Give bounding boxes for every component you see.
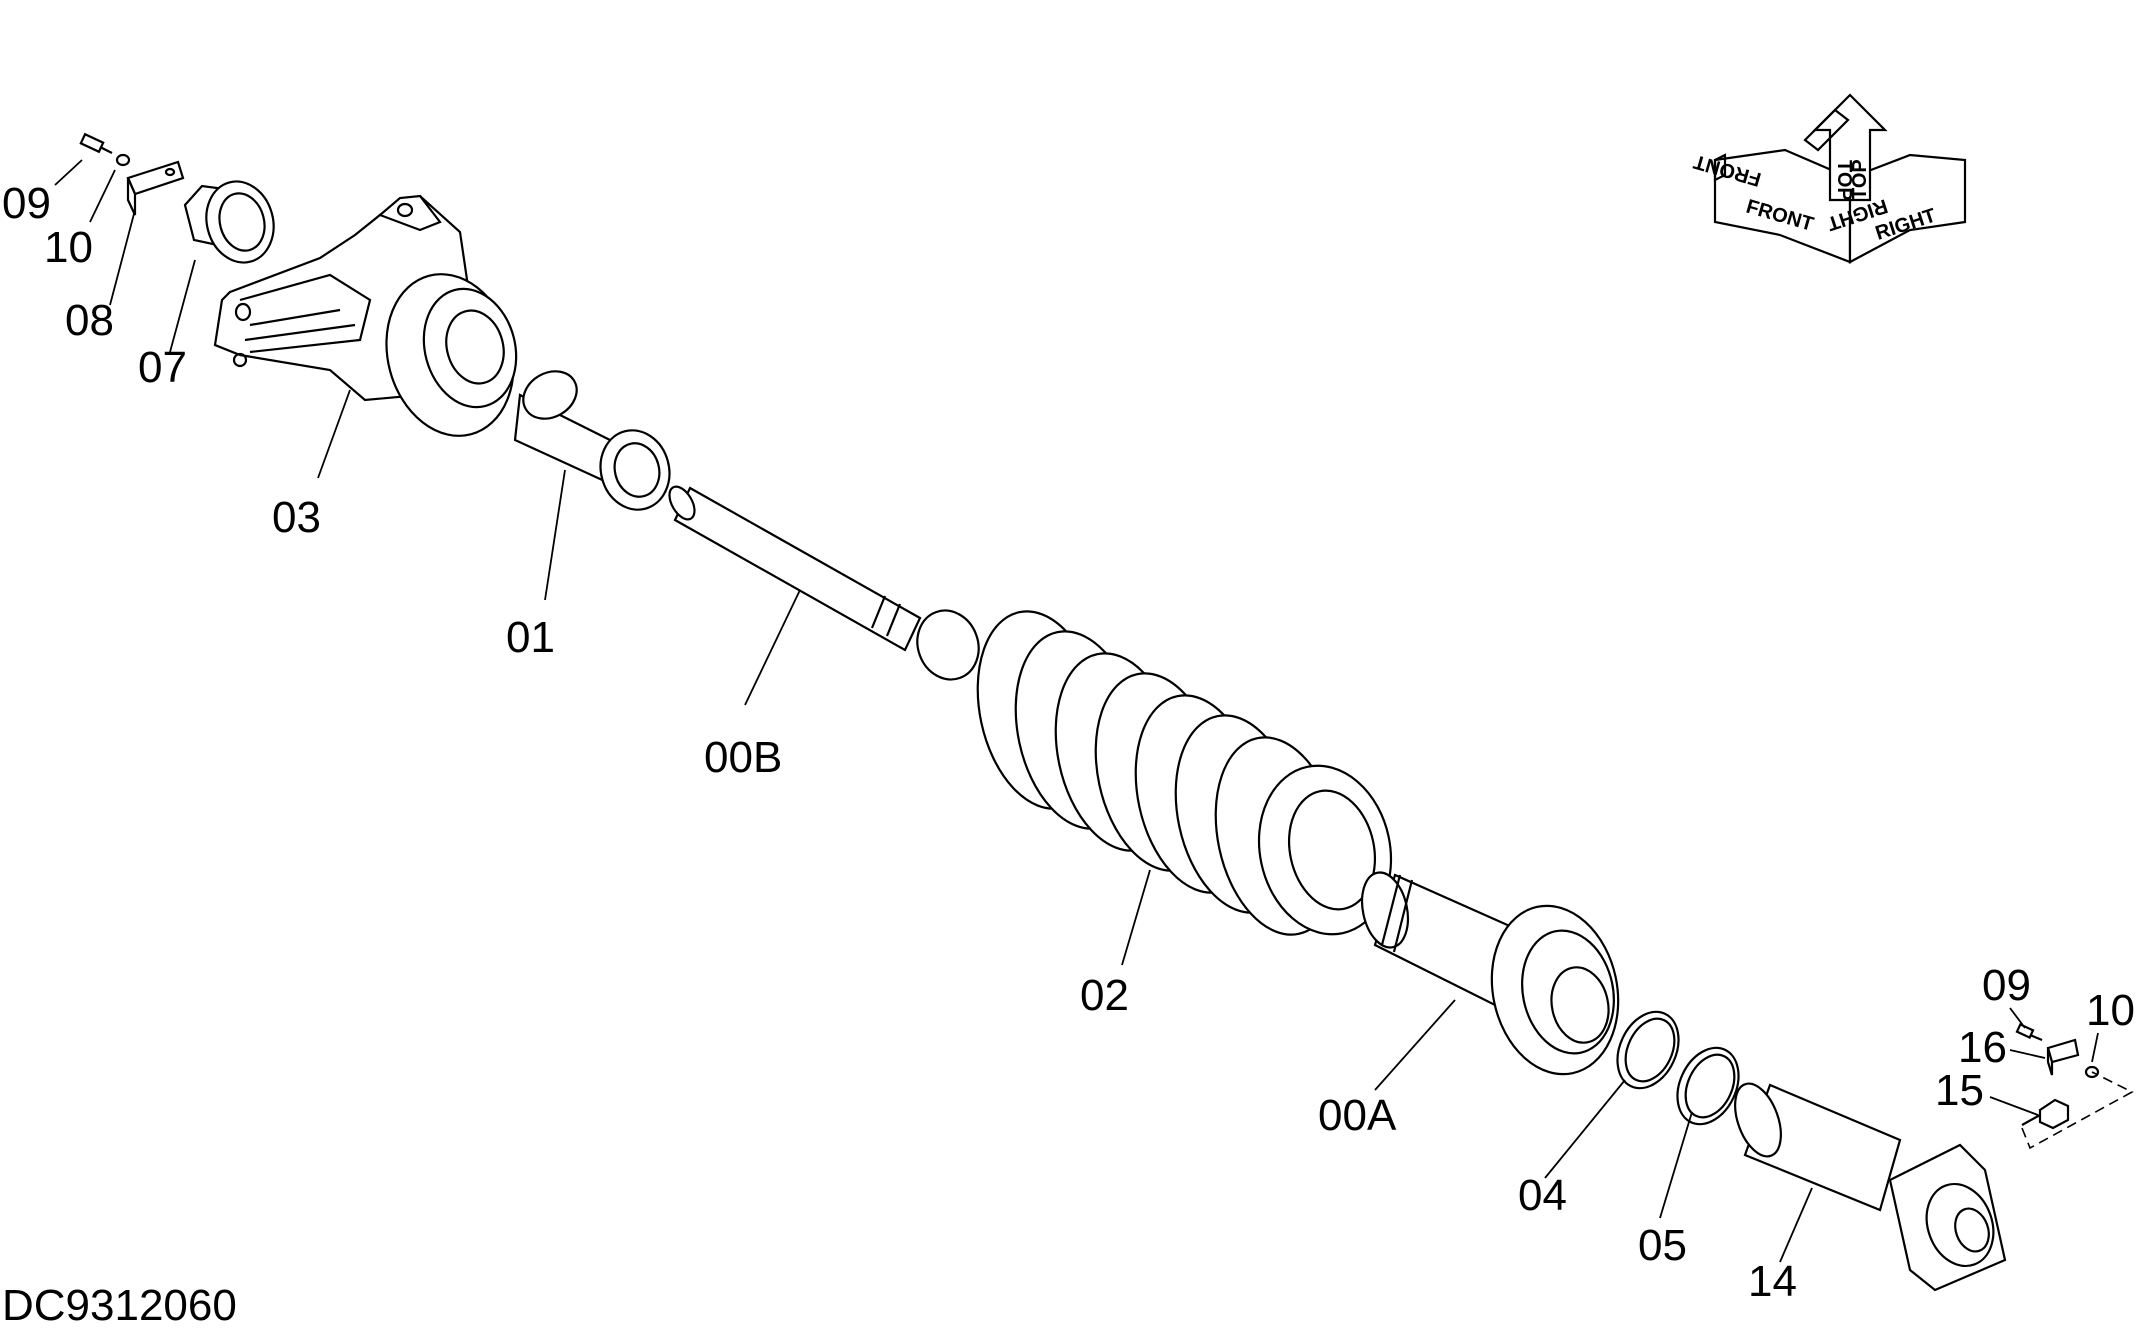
callout-05: 05: [1638, 1221, 1687, 1270]
ring-05: [1676, 1046, 1740, 1126]
nut-07: [183, 180, 275, 264]
callout-08: 08: [65, 296, 114, 345]
spring-02: [976, 610, 1393, 936]
callout-04: 04: [1518, 1171, 1567, 1220]
document-id: DC9312060: [2, 1281, 237, 1330]
assembly-dash-line: [2021, 1071, 2134, 1150]
bushing-01: [513, 370, 671, 511]
callout-09-right: 09: [1982, 961, 2031, 1010]
callout-09-top: 09: [2, 179, 51, 228]
callout-00B: 00B: [704, 733, 782, 782]
callout-00A: 00A: [1318, 1091, 1397, 1140]
callout-10-top: 10: [44, 223, 93, 272]
leader-lines: [54, 159, 2099, 1263]
orientation-indicator: FRONT FRONT TOP TOP RIGHT RIGHT: [1691, 93, 1967, 264]
callout-14: 14: [1748, 1257, 1797, 1306]
plate-08-top: [126, 160, 185, 216]
ring-04: [1616, 1010, 1680, 1090]
callout-16: 16: [1958, 1023, 2007, 1072]
callout-07: 07: [138, 343, 187, 392]
fitting-15: [2021, 1098, 2070, 1130]
cylinder-14: [1734, 1082, 2007, 1292]
callout-10-right: 10: [2086, 986, 2135, 1035]
bolt-09-right: [2015, 1022, 2043, 1042]
orientation-top-label: TOP: [1833, 160, 1855, 201]
callout-01: 01: [506, 613, 555, 662]
orientation-top-label-mirror: TOP: [1849, 159, 1871, 200]
plate-16: [2046, 1038, 2080, 1076]
callout-02: 02: [1080, 971, 1129, 1020]
yoke-00A: [1360, 871, 1620, 1076]
callout-15: 15: [1935, 1066, 1984, 1115]
callout-03: 03: [272, 493, 321, 542]
washer-10-top: [115, 153, 131, 167]
bolt-09-top: [79, 132, 113, 154]
bracket-03: [213, 194, 518, 437]
rod-00B: [668, 485, 980, 681]
